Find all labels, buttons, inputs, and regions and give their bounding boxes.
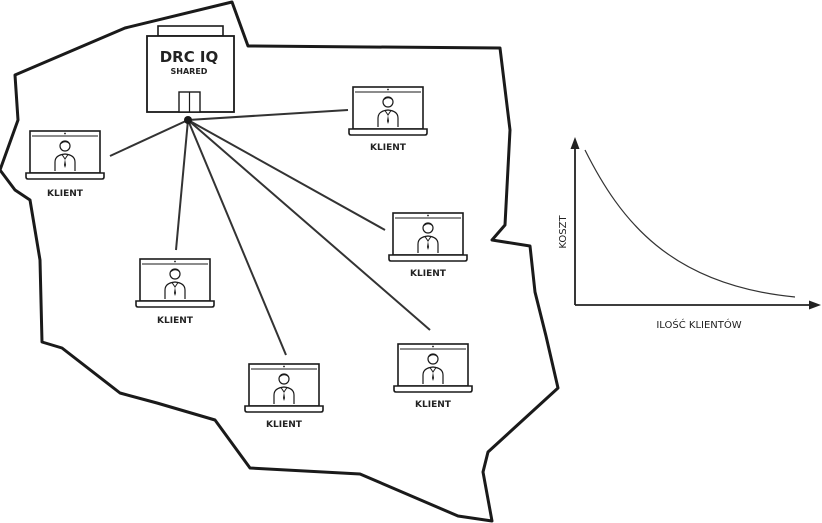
connection-line bbox=[187, 119, 287, 356]
client-label: KLIENT bbox=[266, 420, 303, 430]
client-label: KLIENT bbox=[157, 316, 194, 326]
server-title: DRC IQ bbox=[160, 48, 219, 66]
x-axis-label: ILOŚĆ KLIENTÓW bbox=[656, 318, 741, 331]
connection-line bbox=[175, 119, 189, 251]
client-laptop: KLIENT bbox=[393, 343, 473, 410]
client-laptop: KLIENT bbox=[25, 130, 105, 199]
connection-line bbox=[187, 109, 349, 121]
server-building-icon bbox=[146, 25, 235, 113]
map-outline bbox=[0, 0, 560, 523]
connection-lines bbox=[109, 109, 431, 356]
client-label: KLIENT bbox=[370, 143, 407, 153]
client-label: KLIENT bbox=[47, 189, 84, 199]
hub-node bbox=[184, 116, 192, 124]
client-label: KLIENT bbox=[415, 400, 452, 410]
client-laptop: KLIENT bbox=[388, 212, 468, 279]
cost-curve bbox=[584, 149, 796, 298]
laptop-icon bbox=[388, 212, 468, 262]
laptop-icon bbox=[393, 343, 473, 393]
y-axis-arrow bbox=[570, 137, 580, 149]
laptop-icon bbox=[25, 130, 105, 180]
connection-line bbox=[187, 119, 386, 231]
client-laptop: KLIENT bbox=[135, 258, 215, 326]
client-laptop: KLIENT bbox=[348, 86, 428, 153]
server-subtitle: SHARED bbox=[171, 67, 208, 76]
connection-line bbox=[109, 119, 189, 157]
cost-chart: KOSZT ILOŚĆ KLIENTÓW bbox=[558, 137, 821, 331]
laptop-icon bbox=[135, 258, 215, 308]
laptop-icon bbox=[348, 86, 428, 136]
laptop-icon bbox=[244, 363, 324, 413]
client-laptop: KLIENT bbox=[244, 363, 324, 430]
x-axis-arrow bbox=[809, 300, 821, 310]
y-axis-label: KOSZT bbox=[558, 215, 569, 249]
connection-line bbox=[187, 119, 431, 331]
client-label: KLIENT bbox=[410, 269, 447, 279]
